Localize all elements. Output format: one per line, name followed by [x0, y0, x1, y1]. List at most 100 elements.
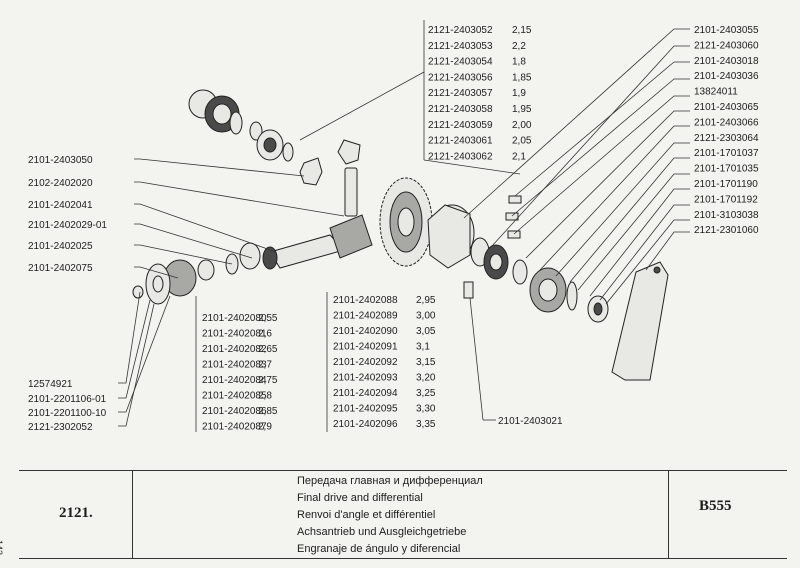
shim-left-row-size: 2,6: [258, 329, 272, 340]
left-part-label: 2101-2402075: [28, 263, 93, 274]
left-bottom-part-label: 2101-2201100-10: [28, 408, 107, 419]
differential-case: [427, 204, 475, 269]
shim-left-row-part: 2101-2402083: [202, 360, 267, 371]
shim-mid-row-part: 2101-2402088: [333, 295, 398, 306]
shim-left-row-part: 2101-2402086: [202, 406, 267, 417]
left-bottom-part-label: 12574921: [28, 379, 73, 390]
right-part-label: 2101-2403055: [694, 25, 759, 36]
section-titles: Передача главная и дифференциал Final dr…: [297, 473, 483, 558]
shim-mid-row-part: 2101-2402090: [333, 326, 398, 337]
title-block: 2121. Передача главная и дифференциал Fi…: [19, 470, 787, 559]
parts-illustration: [132, 89, 669, 381]
left-part-label: 2101-2402029-01: [28, 220, 107, 231]
shim-list-mid: 2101-2402088 2,95 2101-2402089 3,00 2101-240…: [326, 292, 436, 432]
shim-mid-row-part: 2101-2402094: [333, 388, 398, 399]
right-leader-lines: [463, 28, 690, 305]
shim-top-row-part: 2121-2403052: [428, 25, 493, 36]
left-leader-lines: [118, 71, 521, 427]
shim-top-row-part: 2121-2403056: [428, 72, 493, 83]
shim-mid-row-size: 3,25: [416, 388, 436, 399]
right-part-label: 2101-1701192: [694, 194, 758, 205]
left-bottom-part-label: 2101-2201106-01: [28, 394, 107, 405]
shim-top-row-size: 1,95: [512, 104, 532, 115]
title-de: Achsantrieb und Ausgleichgetriebe: [297, 526, 467, 538]
shim-mid-row-part: 2101-2402089: [333, 311, 398, 322]
side-bearing-stack: [470, 237, 609, 323]
shim-top-row-size: 2,00: [512, 120, 532, 131]
sheet-code: B555: [699, 498, 732, 514]
left-bottom-label-list: 12574921 2101-2201106-01 2101-2201100-10 21…: [28, 379, 107, 433]
shim-top-row-part: 2121-2403053: [428, 41, 493, 52]
ring-gear: [379, 177, 433, 267]
title-fr: Renvoi d'angle et différentiel: [297, 509, 436, 521]
shim-left-row-part: 2101-2402081: [202, 329, 267, 340]
page-number: 143: [0, 540, 4, 556]
right-part-label: 2101-2403065: [694, 102, 759, 113]
left-label-list: 2101-2403050 2102-2402020 2101-2402041 2101…: [28, 155, 107, 274]
right-part-label: 2121-2403060: [694, 40, 759, 51]
right-part-label: 2101-1701037: [694, 148, 759, 159]
left-part-label: 2102-2402020: [28, 178, 93, 189]
satellite-gears: [299, 139, 361, 217]
shim-mid-row-size: 2,95: [416, 295, 436, 306]
shim-top-row-part: 2121-2403061: [428, 136, 493, 147]
shim-left-row-part: 2101-2402084: [202, 375, 267, 386]
shim-left-row-size: 2,8: [258, 391, 272, 402]
shim-mid-row-part: 2101-2402096: [333, 419, 398, 430]
shim-top-row-part: 2121-2403058: [428, 104, 493, 115]
left-part-label: 2101-2402025: [28, 241, 93, 252]
right-part-label: 13824011: [694, 87, 738, 98]
right-part-label: 2101-2403036: [694, 71, 759, 82]
right-part-label: 2121-2301060: [694, 225, 759, 236]
shim-mid-row-size: 3,30: [416, 404, 436, 415]
shim-top-row-size: 2,05: [512, 136, 532, 147]
right-part-label: 2101-2403018: [694, 56, 759, 67]
shim-left-row-size: 2,75: [258, 375, 278, 386]
shim-left-row-size: 2,65: [258, 344, 278, 355]
bolt-label: 2101-2403021: [498, 416, 563, 427]
upper-bearing-assembly: [188, 89, 294, 162]
shim-left-row-size: 2,85: [258, 406, 278, 417]
right-part-label: 2101-3103038: [694, 210, 759, 221]
shim-mid-row-size: 3,20: [416, 373, 436, 384]
shim-mid-row-size: 3,00: [416, 311, 436, 322]
shim-top-row-size: 1,9: [512, 88, 526, 99]
title-en: Final drive and differential: [297, 492, 423, 504]
mounting-bracket: [611, 261, 669, 381]
shim-left-row-size: 2,9: [258, 422, 272, 433]
shim-mid-row-part: 2101-2402092: [333, 357, 398, 368]
shim-top-row-size: 1,85: [512, 72, 532, 83]
right-part-label: 2121-2303064: [694, 133, 759, 144]
right-part-label: 2101-1701035: [694, 164, 759, 175]
model-code: 2121.: [59, 505, 93, 521]
shim-mid-row-part: 2101-2402093: [333, 373, 398, 384]
title-ru: Передача главная и дифференциал: [297, 475, 483, 487]
right-part-label: 2101-1701190: [694, 179, 758, 190]
shim-top-row-part: 2121-2403062: [428, 151, 493, 162]
shim-left-row-part: 2101-2402087: [202, 422, 267, 433]
shim-left-row-part: 2101-2402085: [202, 391, 267, 402]
shim-left-row-part: 2101-2402082: [202, 344, 267, 355]
shim-mid-row-size: 3,05: [416, 326, 436, 337]
shim-top-row-part: 2121-2403054: [428, 57, 493, 68]
shim-mid-row-size: 3,35: [416, 419, 436, 430]
left-bottom-part-label: 2121-2302052: [28, 422, 93, 433]
left-part-label: 2101-2402041: [28, 200, 93, 211]
title-es: Engranaje de ángulo y diferencial: [297, 543, 461, 555]
right-label-list: 2101-2403055 2121-2403060 2101-2403018 2101…: [694, 25, 759, 236]
shim-top-row-part: 2121-2403059: [428, 120, 493, 131]
shim-top-row-size: 2,2: [512, 41, 526, 52]
shim-top-row-size: 1,8: [512, 57, 526, 68]
shim-mid-row-size: 3,1: [416, 342, 430, 353]
left-part-label: 2101-2403050: [28, 155, 93, 166]
shim-left-row-size: 2,7: [258, 360, 272, 371]
sheet-cell: B555: [668, 471, 787, 558]
shim-left-row-size: 2,55: [258, 313, 278, 324]
shim-left-row-part: 2101-2402080: [202, 313, 267, 324]
model-cell: 2121.: [19, 471, 133, 558]
shim-mid-row-part: 2101-2402095: [333, 404, 398, 415]
drive-pinion: [269, 214, 373, 269]
